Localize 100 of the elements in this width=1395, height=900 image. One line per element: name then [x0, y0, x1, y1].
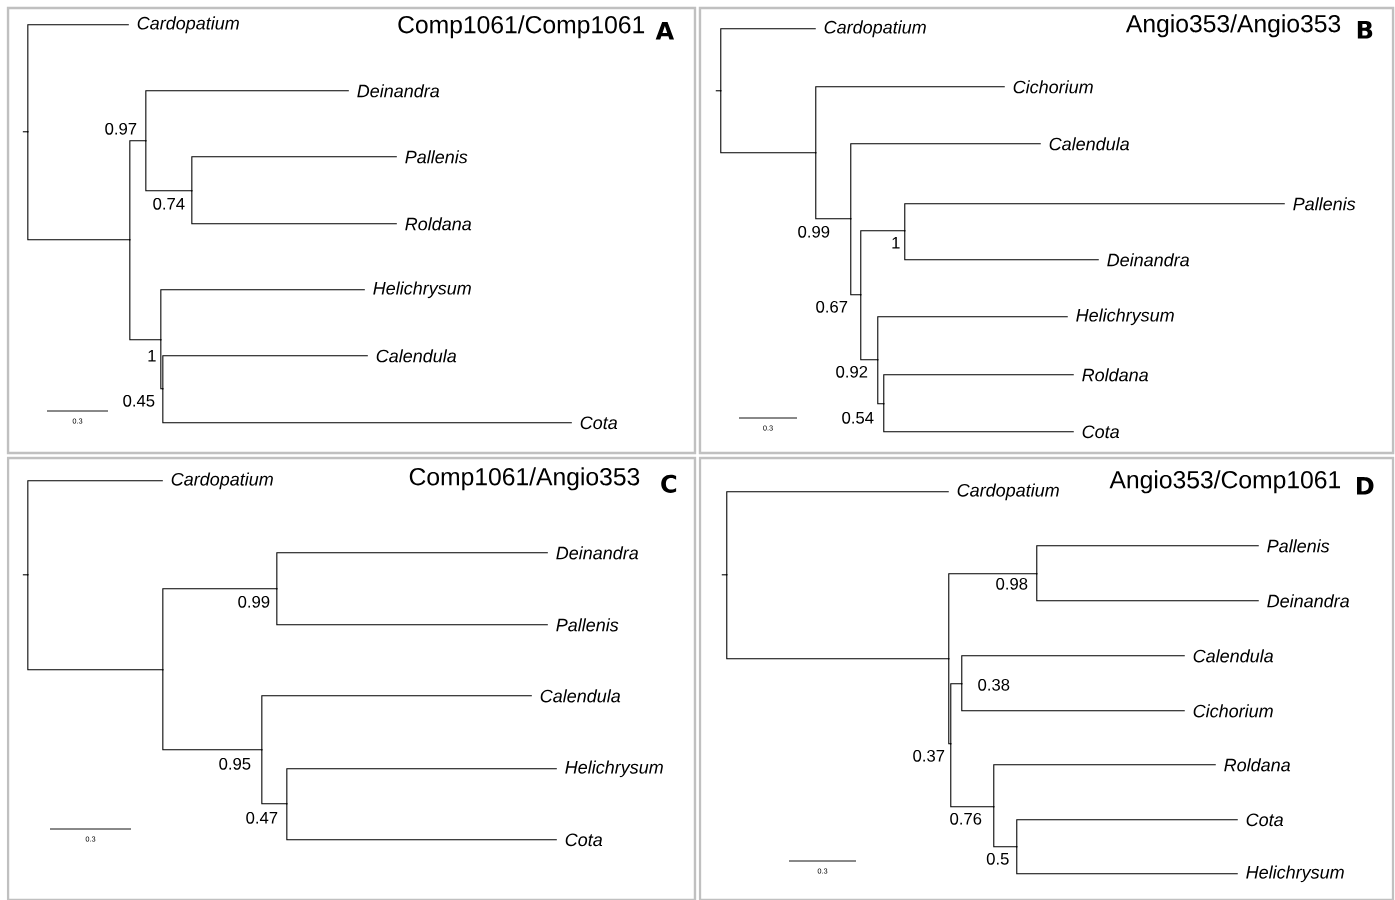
tree-branch: [720, 28, 817, 92]
branch-point: [947, 657, 950, 660]
taxon-label: Cichorium: [1013, 80, 1093, 94]
taxon-label: Calendula: [1193, 649, 1274, 663]
support-value: 1: [148, 350, 156, 362]
tree-branch: [191, 156, 398, 192]
tree-panel: [698, 6, 1395, 455]
tree-branch: [129, 140, 147, 241]
root-point: [22, 573, 29, 576]
taxon-label: Roldana: [405, 217, 472, 231]
tree-branch: [145, 90, 350, 142]
tree-branch: [720, 90, 817, 154]
taxon-label: Cardopatium: [171, 472, 273, 490]
panel-title: Angio353/Angio353: [1125, 14, 1341, 38]
support-value: 0.95: [219, 757, 251, 770]
tree-branch: [877, 316, 1069, 361]
taxon-label: Cota: [1082, 425, 1120, 439]
tree-branch: [27, 480, 164, 576]
tree-branch: [261, 749, 288, 805]
tree-branch: [860, 230, 906, 296]
taxon-label: Helichrysum: [373, 281, 471, 299]
panel-letter: D: [1357, 477, 1374, 495]
tree-branch: [162, 388, 573, 424]
tree-panel: [6, 456, 697, 900]
support-value: 0.54: [842, 411, 874, 424]
support-value: 0.67: [816, 300, 848, 313]
root-point: [721, 573, 728, 576]
tree-branch: [961, 655, 1186, 685]
tree-branch: [27, 574, 164, 671]
tree-branch: [948, 658, 952, 745]
taxon-label: Cota: [1246, 813, 1284, 827]
tree-branch: [145, 140, 193, 192]
support-value: 0.98: [996, 577, 1028, 590]
support-value: 0.92: [836, 365, 868, 378]
tree-panel: [698, 456, 1395, 900]
tree-branch: [1016, 846, 1239, 875]
tree-branch: [815, 86, 1006, 154]
taxon-label: Helichrysum: [1076, 308, 1174, 326]
branch-point: [814, 151, 817, 154]
taxon-label: Helichrysum: [1246, 865, 1344, 883]
panel-letter: B: [1357, 21, 1373, 39]
tree-branch: [961, 683, 1186, 712]
root-point: [715, 89, 722, 92]
support-value: 0.47: [246, 811, 278, 824]
tree-branch: [27, 131, 131, 241]
tree-branch: [815, 152, 852, 220]
taxon-label: Roldana: [1082, 368, 1149, 382]
taxon-label: Cardopatium: [824, 20, 926, 38]
tree-branch: [27, 24, 130, 133]
tree-branch: [160, 339, 164, 390]
tree-branch: [883, 374, 1075, 405]
tree-branch: [904, 203, 1286, 232]
tree-branch: [276, 588, 549, 626]
branch-point: [161, 668, 164, 671]
support-value: 0.5: [986, 852, 1009, 865]
tree-branch: [162, 355, 369, 390]
support-value: 0.99: [798, 225, 830, 238]
tree-branch: [877, 359, 885, 405]
tree-branch: [286, 803, 558, 841]
taxon-label: Cardopatium: [137, 16, 239, 34]
taxon-label: Deinandra: [357, 84, 440, 98]
tree-branch: [726, 574, 950, 660]
tree-branch: [160, 289, 366, 341]
taxon-label: Calendula: [540, 689, 621, 703]
taxon-label: Pallenis: [1267, 539, 1330, 553]
taxon-label: Deinandra: [1267, 594, 1350, 608]
tree-branch: [950, 683, 963, 745]
taxon-label: Cota: [580, 416, 618, 430]
taxon-label: Pallenis: [1293, 197, 1356, 211]
taxon-label: Calendula: [1049, 137, 1130, 151]
tree-branch: [1036, 545, 1260, 575]
branch-point: [128, 238, 131, 241]
panel-letter: C: [661, 474, 677, 493]
support-value: 0.97: [105, 122, 137, 135]
tree-branch: [1016, 819, 1239, 848]
taxon-label: Helichrysum: [565, 760, 663, 778]
tree-panel: [6, 6, 697, 455]
tree-branch: [860, 294, 879, 361]
support-value: 0.37: [913, 749, 945, 762]
panel-title: Comp1061/Comp1061: [398, 15, 645, 39]
tree-branch: [276, 552, 549, 590]
taxon-label: Deinandra: [1107, 253, 1190, 267]
taxon-label: Pallenis: [405, 150, 468, 164]
support-value: 0.45: [123, 394, 155, 407]
tree-branch: [850, 143, 1042, 220]
taxon-label: Deinandra: [556, 546, 639, 560]
tree-branch: [286, 768, 558, 805]
tree-branch: [850, 218, 862, 296]
support-value: 1: [892, 237, 900, 249]
taxon-label: Pallenis: [556, 618, 619, 632]
taxon-label: Calendula: [376, 349, 457, 363]
taxon-label: Cichorium: [1193, 704, 1273, 718]
tree-branch: [948, 573, 1038, 660]
panel-title: Angio353/Comp1061: [1109, 470, 1340, 494]
tree-branch: [162, 588, 278, 671]
taxon-label: Cota: [565, 833, 603, 847]
support-value: 0.76: [950, 812, 982, 825]
support-value: 0.99: [238, 595, 270, 608]
taxon-label: Cardopatium: [957, 483, 1059, 501]
tree-branch: [1036, 573, 1260, 602]
